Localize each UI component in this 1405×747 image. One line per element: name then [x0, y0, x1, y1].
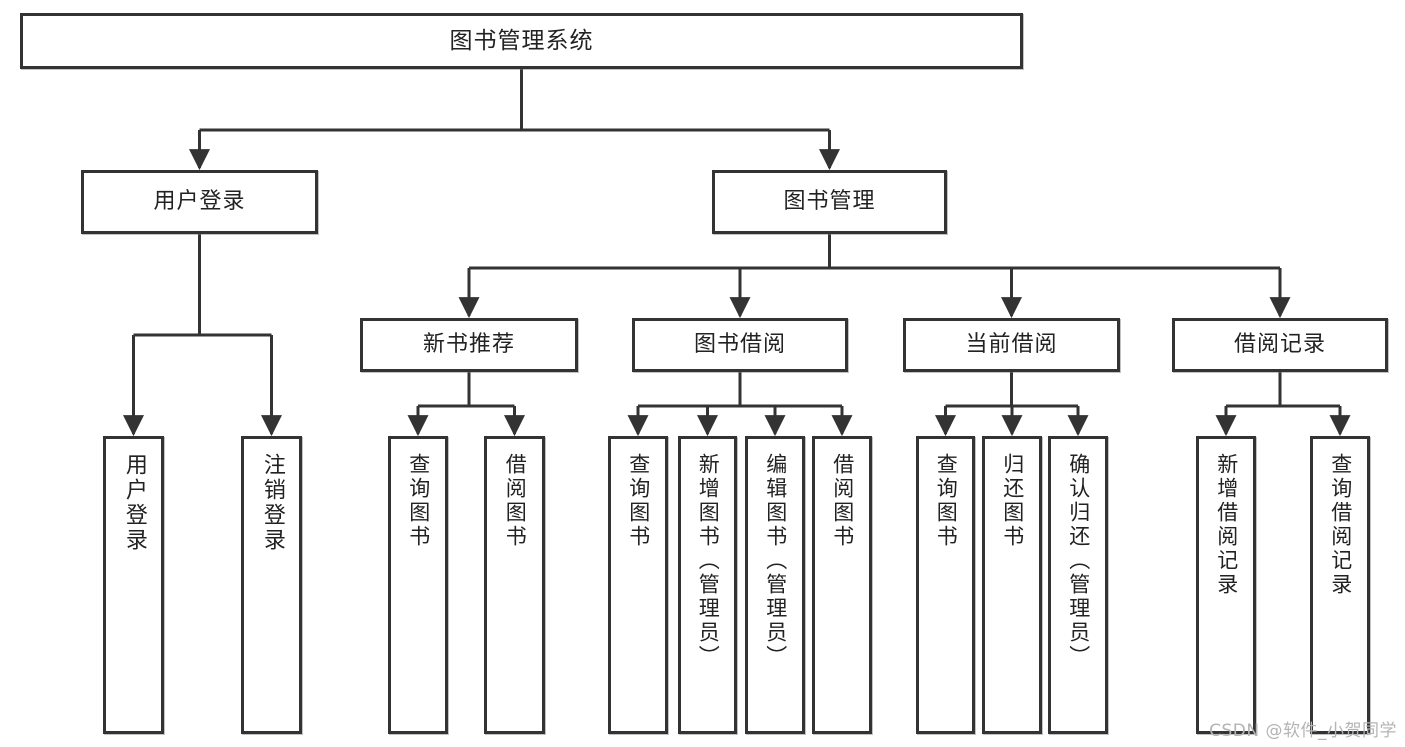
node-cb-query[interactable]: 查询图书 [916, 436, 975, 734]
node-bb-borrow[interactable]: 借阅图书 [812, 436, 872, 734]
node-label: 查询图书 [406, 453, 431, 549]
node-bb-edit[interactable]: 编辑图书（管理员） [745, 436, 805, 734]
node-label: 新增借阅记录 [1214, 453, 1239, 597]
node-root[interactable]: 图书管理系统 [20, 13, 1023, 69]
node-rec-borrow[interactable]: 借阅图书 [484, 436, 545, 734]
node-label: 借阅图书 [830, 453, 855, 549]
node-label: 当前借阅 [965, 332, 1058, 358]
node-br-query[interactable]: 查询借阅记录 [1310, 436, 1370, 734]
node-label: 查询图书 [626, 453, 651, 549]
node-user-login[interactable]: 用户登录 [81, 170, 318, 234]
node-label: 用户登录 [153, 189, 246, 215]
node-cb-confirm[interactable]: 确认归还（管理员） [1048, 436, 1108, 734]
node-label: 用户登录 [121, 453, 147, 553]
edges [123, 69, 1351, 437]
node-login-do[interactable]: 用户登录 [103, 436, 164, 734]
node-bb-add[interactable]: 新增图书（管理员） [678, 436, 737, 734]
node-new-book-rec[interactable]: 新书推荐 [360, 318, 578, 372]
node-borrow-record[interactable]: 借阅记录 [1172, 318, 1388, 372]
node-label: 图书管理 [783, 189, 876, 215]
node-label: 图书借阅 [693, 332, 786, 358]
node-label: 归还图书 [1000, 453, 1025, 549]
node-rec-query[interactable]: 查询图书 [388, 436, 448, 734]
node-label: 编辑图书（管理员） [763, 453, 788, 669]
node-bb-query[interactable]: 查询图书 [608, 436, 668, 734]
node-label: 查询图书 [934, 453, 959, 549]
node-book-manage[interactable]: 图书管理 [712, 170, 947, 234]
node-label: 注销登录 [259, 453, 285, 553]
node-logout-do[interactable]: 注销登录 [241, 436, 302, 734]
node-cb-return[interactable]: 归还图书 [982, 436, 1042, 734]
node-label: 新书推荐 [422, 332, 515, 358]
node-label: 图书管理系统 [449, 27, 594, 54]
node-label: 新增图书（管理员） [696, 453, 721, 669]
node-br-add[interactable]: 新增借阅记录 [1196, 436, 1256, 734]
node-label: 借阅图书 [503, 453, 528, 549]
node-current-borrow[interactable]: 当前借阅 [903, 318, 1120, 372]
node-label: 确认归还（管理员） [1066, 453, 1091, 669]
watermark: CSDN @软件_小贺同学 [1209, 721, 1397, 741]
node-book-borrow[interactable]: 图书借阅 [632, 318, 848, 372]
node-label: 借阅记录 [1233, 332, 1326, 358]
node-label: 查询借阅记录 [1328, 453, 1353, 597]
